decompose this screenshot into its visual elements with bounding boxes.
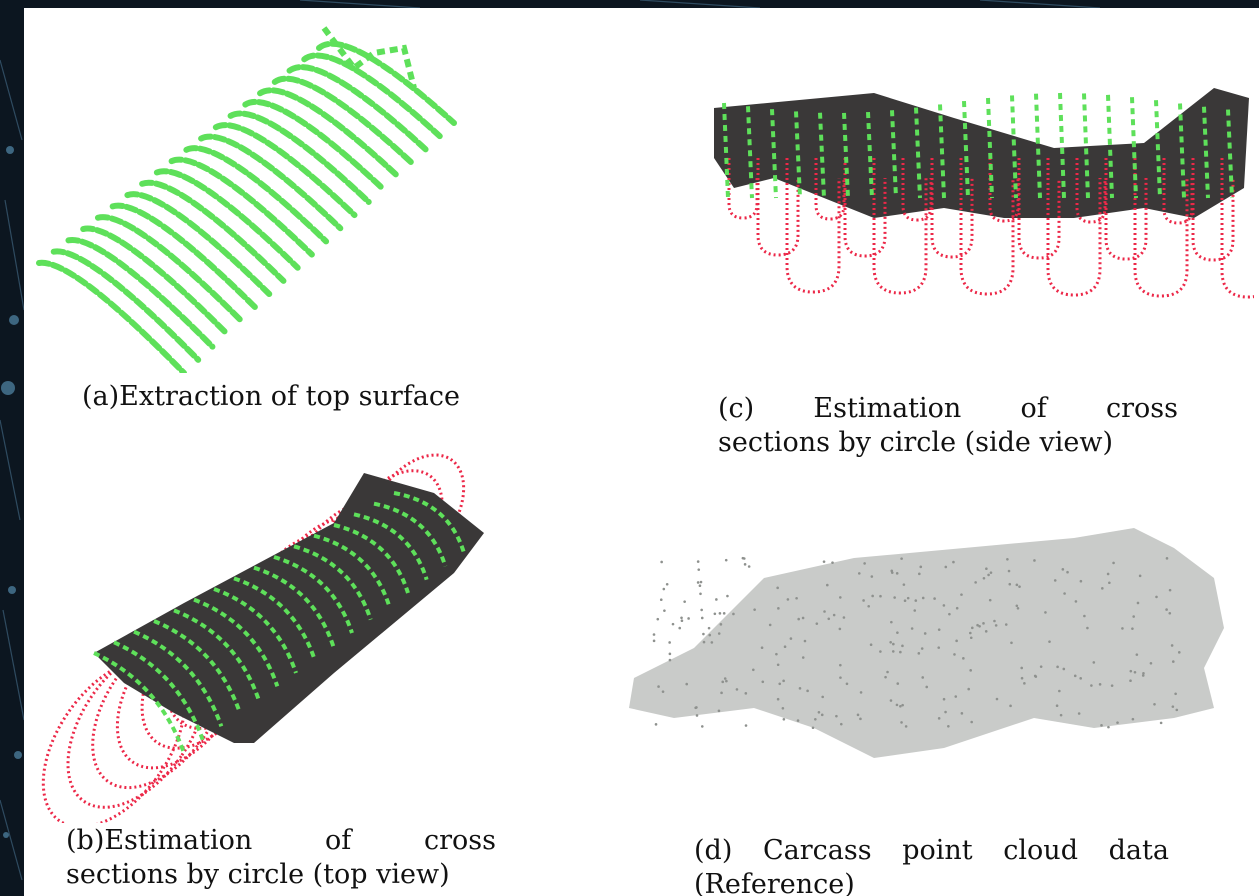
reference-point-cloud: [629, 528, 1224, 758]
caption-a: (a)Extraction of top surface: [82, 380, 460, 414]
caption-b: (b)Estimation of cross sections by circl…: [66, 824, 496, 892]
panel-c-side-view-image: [674, 68, 1254, 378]
caption-b-line2: sections by circle (top view): [66, 858, 496, 892]
caption-d-line2: (Reference): [694, 868, 1169, 896]
caption-a-text: (a)Extraction of top surface: [82, 381, 460, 412]
top-surface-stripes: [39, 28, 454, 373]
carcass-side-body: [714, 88, 1249, 218]
caption-c: (c) Estimation of cross sections by circ…: [718, 392, 1178, 460]
carcass-side-shape: [714, 88, 1249, 218]
panel-a-top-surface-image: [24, 8, 504, 373]
caption-d-line1: (d) Carcass point cloud data: [694, 834, 1169, 868]
caption-b-line1: (b)Estimation of cross: [66, 824, 496, 858]
figure-page: (a)Extraction of top surface (c) Estimat…: [24, 8, 1259, 896]
panel-b-top-view-image: [34, 453, 504, 823]
reference-cloud-shape: [629, 528, 1224, 758]
caption-d: (d) Carcass point cloud data (Reference): [694, 834, 1169, 896]
carcass-top-shape: [94, 473, 484, 743]
caption-c-line1: (c) Estimation of cross: [718, 392, 1178, 426]
panel-d-reference-cloud-image: [614, 518, 1234, 778]
caption-c-line2: sections by circle (side view): [718, 426, 1178, 460]
